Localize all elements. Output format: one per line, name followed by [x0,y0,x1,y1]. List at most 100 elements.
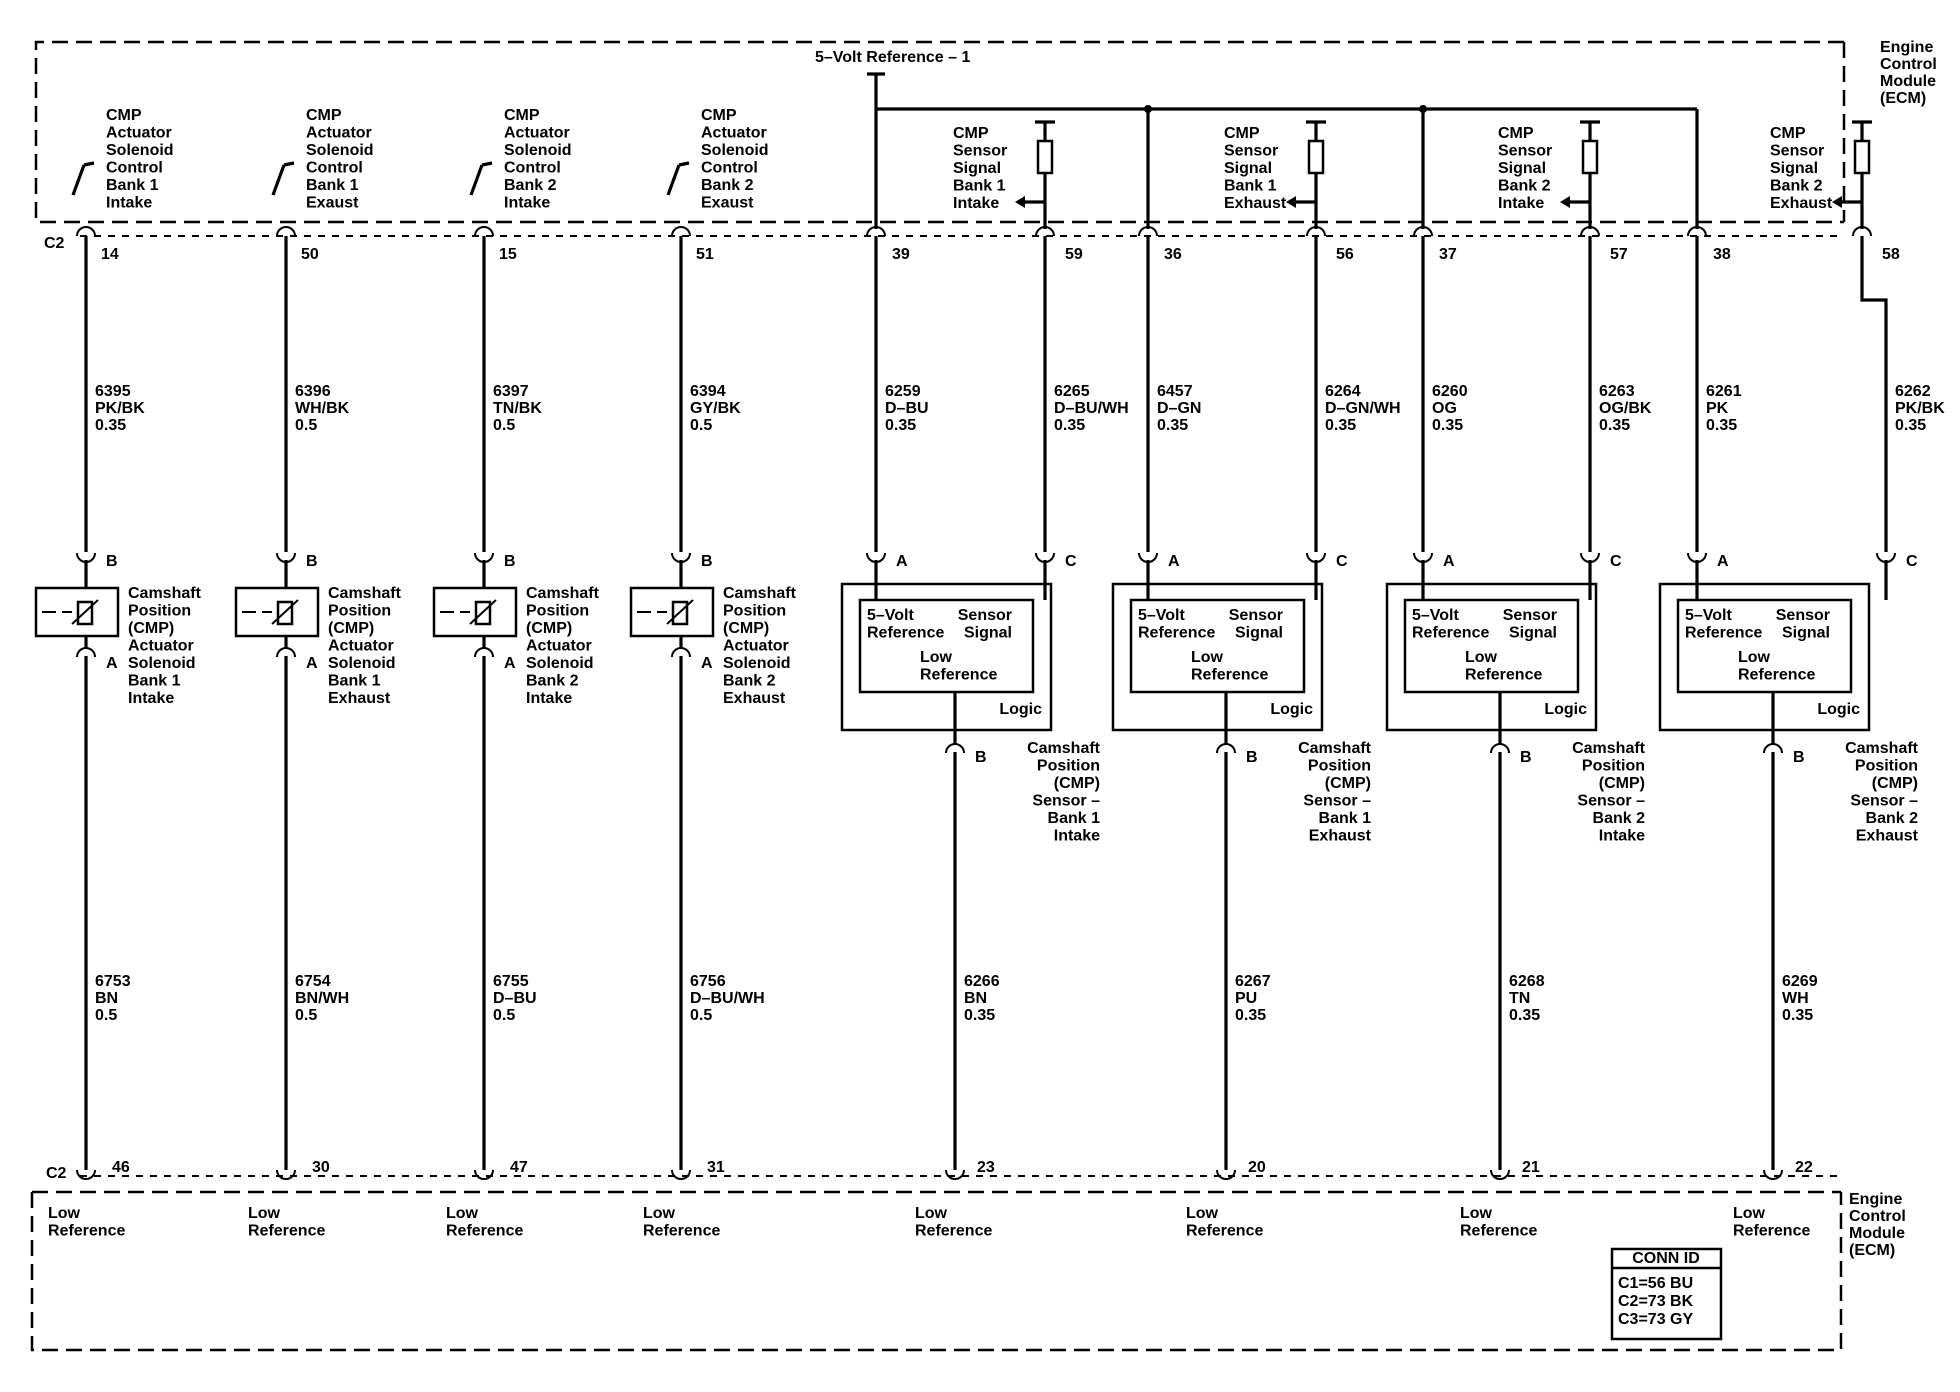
solenoid-circuit [432,161,518,1180]
wire-id-low: 6267 [1235,973,1271,990]
terminal-arc [671,647,691,658]
signal-arrow-head [1560,196,1570,208]
sensor-component-label: Camshaft [1572,740,1646,757]
wire-id-ref: D–BU [885,400,929,417]
conn-id-table [1610,1247,1723,1341]
sensor-component-label: Intake [1599,828,1645,845]
solenoid-ecm-label: Actuator [701,125,767,142]
wire-id-ref: PK [1706,400,1729,417]
terminal-arc [76,647,96,658]
wire-id-low: 6268 [1509,973,1545,990]
sensor-sig-label: Signal [1782,625,1830,642]
sensor-ref-label: Reference [1138,625,1215,642]
sensor-ecm-label: CMP [1498,125,1534,142]
sensor-housing [1658,582,1871,732]
sensor-low-label: Reference [920,667,997,684]
solenoid-coil [276,600,294,626]
wire-id-sig: OG/BK [1599,400,1652,417]
low-reference-label: Low [915,1205,948,1222]
solenoid-component-label: Bank 2 [526,673,579,690]
solenoid-ecm-label: CMP [504,107,540,124]
sensor-low-label: Reference [1738,667,1815,684]
low-reference-label: Reference [915,1223,992,1240]
wire-id-low: PU [1235,990,1257,1007]
sensor-component-label: Sensor – [1577,793,1645,810]
low-reference-label: Reference [1733,1223,1810,1240]
sensor-ecm-label: CMP [1770,125,1806,142]
sensor-component-label: Exhaust [1856,828,1919,845]
sensor-ecm-label: CMP [953,125,989,142]
signal-arrow-head [1286,196,1296,208]
sensor-ref-label: Reference [1685,625,1762,642]
conn-id-frame [1610,1247,1723,1341]
terminal-sig-top [1580,226,1600,237]
sensor-sig-label: Signal [1235,625,1283,642]
sensor-sig-label: Sensor [958,607,1012,624]
sensor-logic-label: Logic [1817,701,1860,718]
low-reference-label: Low [1186,1205,1219,1222]
pin-letter-a: A [504,655,516,672]
ecm-bottom-outline [30,1192,1843,1352]
sensor-logic-label: Logic [999,701,1042,718]
wire-id-sig: 6263 [1599,383,1635,400]
sensor-housing [840,582,1053,732]
sensor-ecm-label: Bank 1 [1224,178,1277,195]
pin-number-sig: 58 [1882,246,1900,263]
pin-letter-a: A [701,655,713,672]
signal-arrow-head [1015,196,1025,208]
wire-id-low: 0.35 [1235,1007,1266,1024]
terminal-arc [1413,226,1433,237]
low-reference-label: Reference [1186,1223,1263,1240]
wire-id-ref: 6260 [1432,383,1468,400]
solenoid-ecm-label: Control [504,160,561,177]
solenoid-component-label: Position [526,603,589,620]
sensor-sig-label: Sensor [1229,607,1283,624]
terminal-a [76,647,96,658]
switch-blade [271,164,286,196]
sensor-ecm-label: Sensor [1224,143,1278,160]
solenoid-component-label: Exhaust [723,690,786,707]
terminal-arc [1035,226,1055,237]
pin-number-bottom: 31 [707,1159,725,1176]
wire-id-bottom: D–BU [493,990,537,1007]
wire-id-bottom: 0.5 [690,1007,712,1024]
terminal-arc [276,226,296,237]
pin-number-low: 21 [1522,1159,1540,1176]
terminal-bottom [474,1169,494,1180]
wire-id-bottom: D–BU/WH [690,990,765,1007]
solenoid-ecm-label: Bank 1 [106,177,159,194]
low-reference-label: Low [643,1205,676,1222]
sensor-ref-label: 5–Volt [1138,607,1186,624]
pin-letter-a: A [1717,553,1729,570]
sensor-circuit [1658,109,1896,1180]
ecm-label-bottom: (ECM) [1849,1242,1895,1259]
connector-id-top: C2 [44,235,65,252]
solenoid-component-label: Solenoid [526,655,594,672]
pin-number-bottom: 46 [112,1159,130,1176]
signal-arrow-head [1832,196,1842,208]
wire-id-low: WH [1782,990,1809,1007]
solenoid-ecm-label: Solenoid [701,142,769,159]
sensor-sig-label: Signal [964,625,1012,642]
pin-letter-a: A [1168,553,1180,570]
pin-number-top: 51 [696,246,714,263]
sensor-ecm-label: Bank 2 [1770,178,1823,195]
pin-letter-b: B [504,553,516,570]
sensor-ecm-label: Signal [1770,160,1818,177]
terminal-arc [76,1169,96,1180]
wire-id-low: BN [964,990,987,1007]
solenoid-component-label: Actuator [723,638,789,655]
wire-id-top: 6397 [493,383,529,400]
wire-id-top: 6395 [95,383,131,400]
solenoid-component-label: (CMP) [328,620,374,637]
solenoid-component-label: (CMP) [128,620,174,637]
terminal-b [1216,743,1236,754]
solenoid-ecm-label: Control [106,160,163,177]
switch-blade [469,164,484,196]
sensor-sig-label: Signal [1509,625,1557,642]
solenoid-ecm-label: Exaust [306,195,359,212]
pin-letter-b: B [701,553,713,570]
terminal-bottom [76,1169,96,1180]
ecm-top-outline [34,40,1844,224]
wire-id-bottom: 6754 [295,973,331,990]
